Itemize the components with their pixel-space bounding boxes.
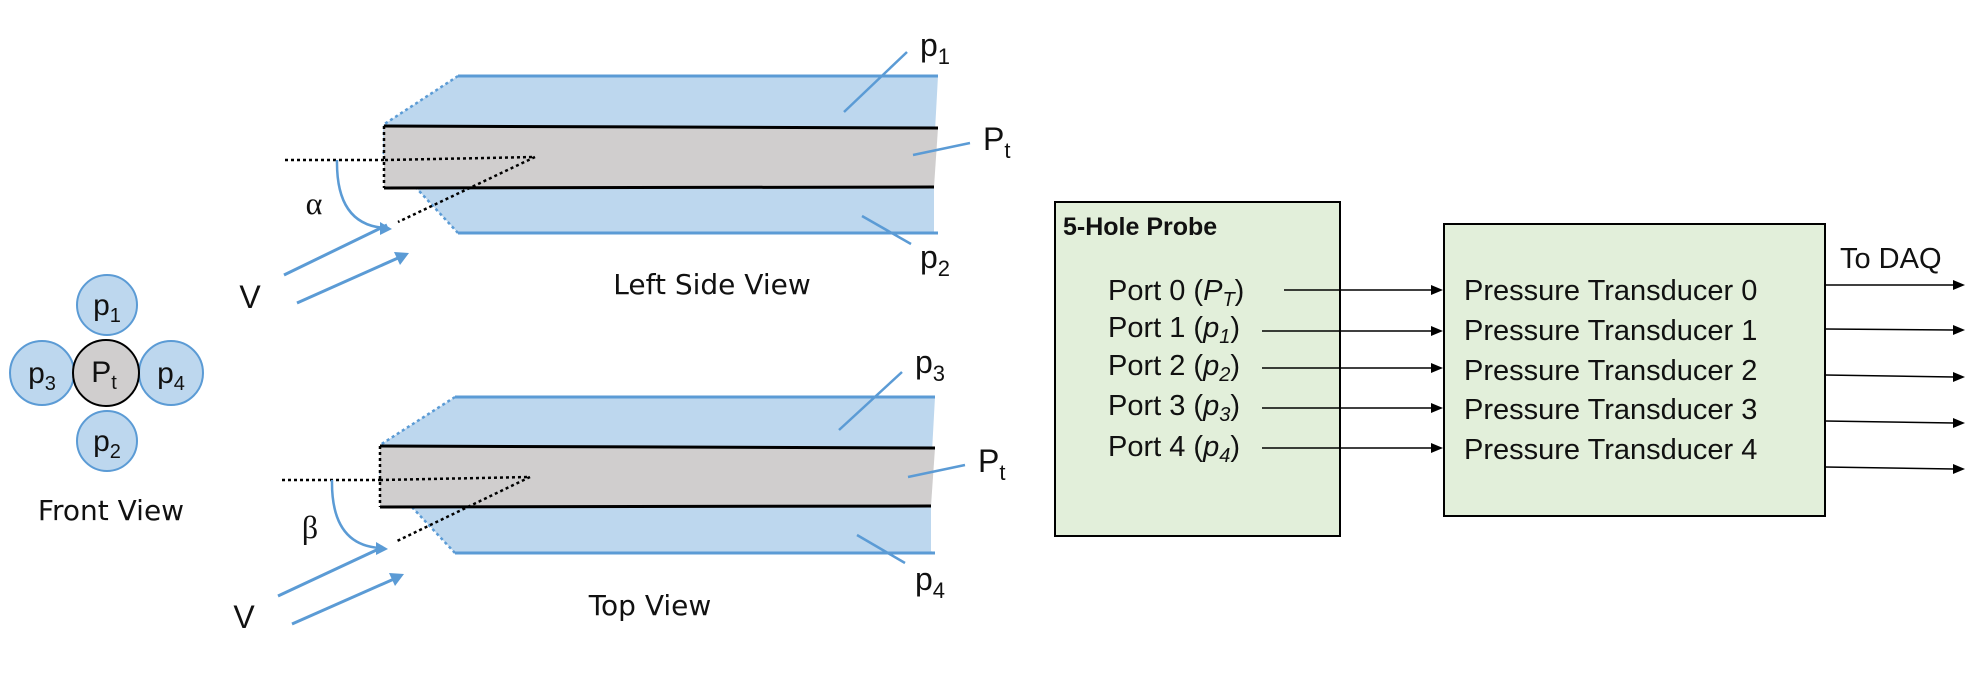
side-velocity-arrowhead-2 bbox=[394, 252, 409, 265]
top-angle-arc bbox=[330, 479, 381, 550]
side-velocity-arrow-2 bbox=[296, 256, 399, 305]
output-4-arrowhead bbox=[1953, 464, 1965, 474]
transducer-0-label: Pressure Transducer 0 bbox=[1464, 275, 1757, 307]
port-2-label: Port 2 (p2) bbox=[1108, 350, 1240, 386]
hole-p2-circle bbox=[76, 410, 138, 472]
transducer-4-label: Pressure Transducer 4 bbox=[1464, 434, 1757, 466]
hole-pt-circle bbox=[72, 339, 140, 407]
top-p4-leader bbox=[856, 533, 906, 565]
side-view-caption: Left Side View bbox=[613, 268, 810, 301]
side-probe-chamfer-top bbox=[382, 74, 459, 127]
side-flow-line bbox=[397, 155, 536, 224]
top-probe-chamfer-top bbox=[379, 395, 456, 447]
port-3-label: Port 3 (p3) bbox=[1108, 390, 1240, 426]
transducer-box-frame bbox=[1443, 223, 1826, 517]
side-p1-leader bbox=[843, 51, 908, 113]
transducer-1-label: Pressure Transducer 1 bbox=[1464, 315, 1757, 347]
output-2-arrow bbox=[1824, 374, 1955, 378]
probe-box: 5-Hole Probe Port 0 (PT) Port 1 (p1) Por… bbox=[1054, 201, 1341, 537]
top-angle-label: β bbox=[302, 509, 318, 545]
top-pt-leader bbox=[907, 463, 966, 479]
output-0-arrowhead bbox=[1953, 280, 1965, 290]
hole-p4-label: p4 bbox=[157, 357, 185, 395]
port-1-arrowhead bbox=[1431, 326, 1443, 336]
transducer-3-label: Pressure Transducer 3 bbox=[1464, 394, 1757, 426]
front-view-caption: Front View bbox=[38, 494, 184, 527]
transducer-box: Pressure Transducer 0 Pressure Transduce… bbox=[1443, 223, 1826, 517]
top-center-tube-bottom bbox=[379, 504, 932, 509]
hole-p1-circle bbox=[76, 274, 138, 336]
top-pt-label: Pt bbox=[978, 443, 1005, 485]
probe-box-title: 5-Hole Probe bbox=[1063, 213, 1217, 241]
top-view: β V p3 Pt p4 Top View bbox=[233, 344, 1005, 635]
hole-pt-label: Pt bbox=[91, 356, 117, 394]
port-connectors bbox=[1262, 285, 1443, 453]
probe-box-frame bbox=[1054, 201, 1341, 537]
top-view-caption: Top View bbox=[588, 589, 712, 622]
side-p2-leader bbox=[861, 214, 912, 246]
side-velocity-label: V bbox=[239, 279, 261, 315]
top-p3-leader bbox=[838, 371, 903, 431]
side-angle-arc bbox=[335, 159, 386, 230]
to-daq-label: To DAQ bbox=[1840, 243, 1942, 275]
top-p3-label: p3 bbox=[915, 344, 945, 386]
output-2-arrowhead bbox=[1953, 372, 1965, 382]
output-3-arrowhead bbox=[1953, 418, 1965, 428]
side-pt-leader bbox=[912, 141, 971, 157]
top-reference-line-inner bbox=[379, 475, 531, 482]
port-4-arrowhead bbox=[1431, 443, 1443, 453]
output-4-arrow bbox=[1824, 466, 1955, 470]
output-1-arrowhead bbox=[1953, 325, 1965, 335]
port-0-label: Port 0 (PT) bbox=[1108, 275, 1244, 311]
side-velocity-arrow-1 bbox=[283, 223, 388, 277]
output-3-arrow bbox=[1824, 420, 1955, 424]
top-velocity-arrow-2 bbox=[291, 577, 395, 626]
output-1-arrow bbox=[1824, 328, 1955, 331]
top-velocity-arrowhead-2 bbox=[389, 573, 404, 586]
top-velocity-arrow-1 bbox=[277, 545, 384, 598]
transducer-2-label: Pressure Transducer 2 bbox=[1464, 355, 1757, 387]
hole-p3-label: p3 bbox=[28, 357, 56, 395]
left-side-view: α V p1 Pt p2 Left Side View bbox=[239, 27, 1010, 315]
top-flow-line bbox=[394, 475, 531, 544]
top-velocity-label: V bbox=[233, 599, 255, 635]
top-center-tube-top bbox=[379, 444, 936, 450]
top-p4-label: p4 bbox=[915, 561, 945, 603]
side-center-tube-top bbox=[383, 124, 939, 130]
side-angle-label: α bbox=[306, 185, 323, 221]
side-center-tube-bottom bbox=[383, 185, 935, 190]
front-view: p1 p2 p3 p4 Pt Front View bbox=[9, 274, 204, 527]
port-4-label: Port 4 (p4) bbox=[1108, 431, 1240, 467]
side-pt-label: Pt bbox=[983, 121, 1010, 163]
side-angle-arrowhead bbox=[380, 222, 392, 235]
output-arrows: To DAQ bbox=[1824, 243, 1965, 474]
side-reference-line-inner bbox=[384, 155, 536, 162]
hole-p2-label: p2 bbox=[93, 425, 121, 463]
side-p1-label: p1 bbox=[920, 27, 950, 69]
port-3-arrowhead bbox=[1431, 403, 1443, 413]
port-1-label: Port 1 (p1) bbox=[1108, 312, 1240, 348]
side-p2-label: p2 bbox=[920, 239, 950, 281]
hole-p1-label: p1 bbox=[93, 289, 121, 327]
side-center-tube bbox=[384, 126, 938, 188]
port-2-arrowhead bbox=[1431, 363, 1443, 373]
port-0-arrowhead bbox=[1431, 285, 1443, 295]
top-center-tube bbox=[380, 446, 935, 507]
